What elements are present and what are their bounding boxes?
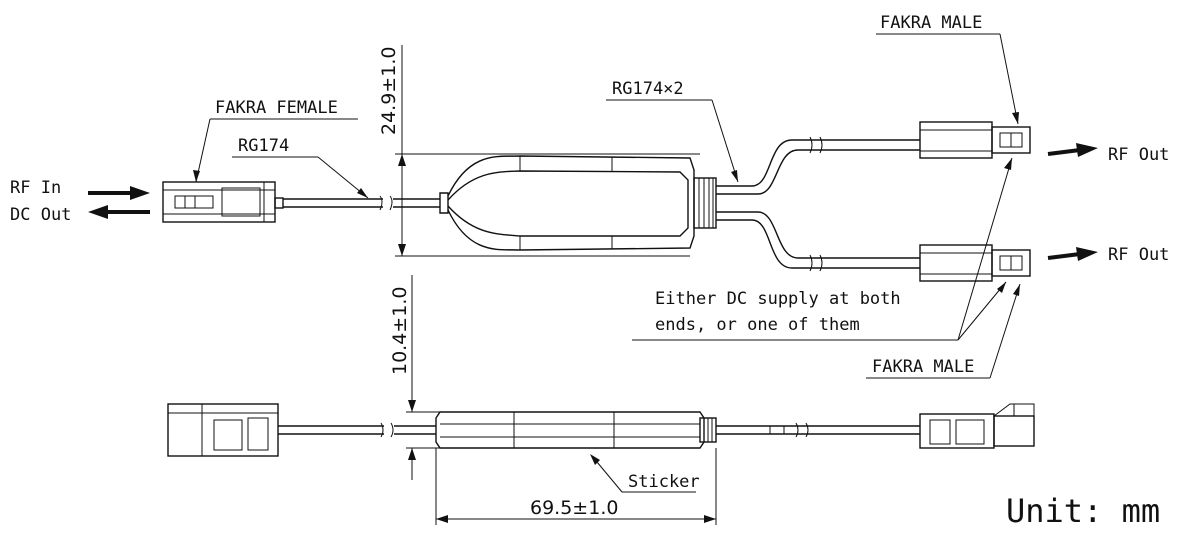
rf-out-label-1: RF Out (1108, 145, 1169, 165)
length-dimension-label: 69.5±1.0 (530, 497, 618, 519)
side-view: 10.4±1.0 Sticker 69.5±1.0 (167, 275, 1035, 525)
side-female-connector (167, 403, 279, 457)
rg174-leader (232, 156, 369, 199)
sticker-leader (590, 454, 696, 493)
top-view: RF In DC Out FAKRA FEMALE RG (10, 13, 1169, 379)
fakra-male-bottom-label: FAKRA MALE (872, 357, 974, 377)
fakra-female-connector (162, 181, 284, 223)
rg174-label: RG174 (238, 136, 289, 156)
height-dimension-side (406, 275, 440, 480)
fakra-female-leader (193, 118, 358, 183)
rf-out-arrow-1-icon (1047, 143, 1098, 157)
side-splitter-body (435, 411, 717, 449)
height-dimension-top-label: 24.9±1.0 (378, 47, 400, 135)
dc-note-leaders (957, 157, 1013, 341)
fakra-male-top-label: FAKRA MALE (880, 13, 982, 33)
height-dimension-top (395, 45, 700, 257)
dc-out-label: DC Out (10, 205, 71, 225)
unit-label: Unit: mm (1006, 492, 1160, 528)
length-dimension (435, 448, 717, 525)
dc-note-line1: Either DC supply at both (655, 289, 901, 309)
fakra-male-bottom-leader (866, 283, 1021, 379)
height-dimension-side-label: 10.4±1.0 (389, 287, 411, 375)
output-cables (716, 136, 920, 272)
rf-in-label: RF In (10, 178, 61, 198)
fakra-male-connector-2 (919, 244, 1031, 282)
input-cable (283, 195, 440, 211)
rf-out-arrow-2-icon (1047, 247, 1098, 261)
sticker-label: Sticker (628, 472, 700, 492)
rg174x2-leader (606, 99, 739, 183)
side-output-cable (716, 422, 920, 438)
rf-out-label-2: RF Out (1108, 245, 1169, 265)
fakra-male-top-leader (876, 33, 1019, 125)
rg174x2-label: RG174×2 (612, 79, 684, 99)
bidirectional-arrow-icon (88, 186, 150, 219)
fakra-male-connector-1 (919, 121, 1031, 159)
fakra-female-label: FAKRA FEMALE (215, 98, 338, 118)
splitter-body (439, 155, 717, 251)
dc-note-line2: ends, or one of them (655, 315, 860, 335)
side-male-connector (919, 403, 1035, 449)
side-input-cable (278, 422, 436, 438)
